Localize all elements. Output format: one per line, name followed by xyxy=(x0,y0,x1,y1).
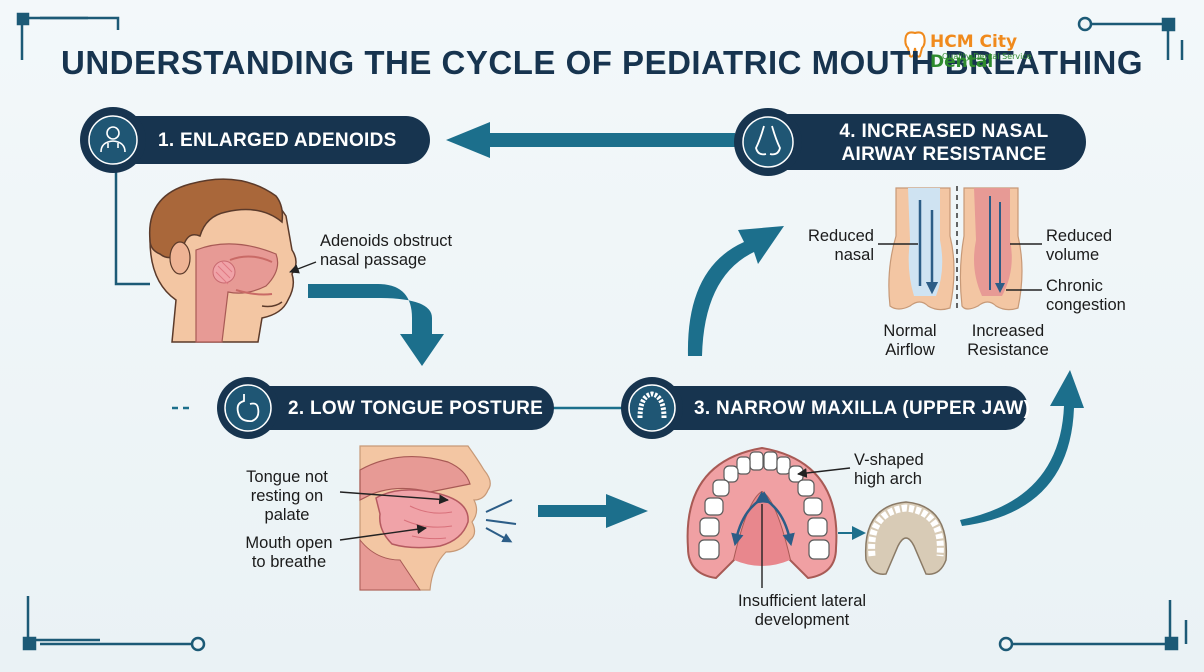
teeth xyxy=(698,451,830,560)
mouth-annotation-line2: to breathe xyxy=(251,553,327,571)
maxilla-illustration xyxy=(686,446,948,588)
adenoids-annotation-line2: nasal passage xyxy=(320,251,427,269)
chronic-annotation-line1: Chronic xyxy=(1046,277,1103,295)
chronic-annotation-line2: congestion xyxy=(1046,296,1126,314)
step-pill-4 xyxy=(734,108,1086,176)
vshaped-annotation: V-shaped high arch xyxy=(854,451,924,489)
reduced-nasal-annotation-line2: nasal xyxy=(834,246,874,264)
reduced-nasal-annotation: Reduced nasal xyxy=(796,227,874,265)
logo-name-city: HCM City xyxy=(930,32,1018,52)
normal-airflow-label-line1: Normal xyxy=(883,322,937,340)
step-pill-2 xyxy=(217,377,554,439)
reduced-volume-annotation: Reduced volume xyxy=(1046,227,1112,265)
adenoids-illustration xyxy=(148,178,317,343)
logo-name: HCM City Dental xyxy=(930,32,1082,72)
vshaped-annotation-line2: high arch xyxy=(854,470,922,488)
increased-resistance-label-line2: Resistance xyxy=(967,341,1049,359)
lateral-annotation-line2: development xyxy=(754,611,850,629)
step-4-label: 4. INCREASED NASAL AIRWAY RESISTANCE xyxy=(814,120,1074,166)
chronic-annotation: Chronic congestion xyxy=(1046,277,1126,315)
reduced-volume-annotation-line2: volume xyxy=(1046,246,1100,264)
vshaped-annotation-line1: V-shaped xyxy=(854,451,924,469)
reduced-volume-annotation-line1: Reduced xyxy=(1046,227,1113,245)
tongue-annotation: Tongue not resting on palate xyxy=(232,468,342,525)
step-4-label-line2: AIRWAY RESISTANCE xyxy=(841,144,1047,165)
lateral-annotation-line1: Insufficient lateral xyxy=(737,592,867,610)
adenoids-annotation: Adenoids obstruct nasal passage xyxy=(320,232,452,270)
step-pill-3 xyxy=(621,377,1028,439)
reduced-nasal-annotation-line1: Reduced xyxy=(807,227,874,245)
adenoids-annotation-line1: Adenoids obstruct xyxy=(320,232,453,250)
page-title: UNDERSTANDING THE CYCLE OF PEDIATRIC MOU… xyxy=(61,44,1143,81)
normal-airflow-label-line2: Airflow xyxy=(885,341,935,359)
frame-decoration xyxy=(16,12,1188,652)
mouth-annotation: Mouth open to breathe xyxy=(232,534,346,572)
logo-subtitle: Quality Dental Service xyxy=(942,52,1032,61)
increased-resistance-label: Increased Resistance xyxy=(958,322,1058,360)
cycle-arrows xyxy=(308,122,1084,540)
doctor-icon xyxy=(100,126,126,153)
normal-airflow-label: Normal Airflow xyxy=(872,322,948,360)
logo-name-dental: Dental xyxy=(930,52,994,72)
nasal-illustration xyxy=(878,186,1042,312)
dental-arch-icon xyxy=(637,391,667,419)
tooth-icon xyxy=(904,31,926,58)
tongue-annotation-line1: Tongue not xyxy=(246,468,328,486)
tongue-annotation-line2: resting on xyxy=(250,487,324,505)
step-3-label: 3. NARROW MAXILLA (UPPER JAW) xyxy=(694,398,1031,419)
step-1-label: 1. ENLARGED ADENOIDS xyxy=(158,130,397,151)
tongue-illustration xyxy=(339,445,517,591)
increased-resistance-label-line1: Increased xyxy=(971,322,1045,340)
nose-icon xyxy=(755,125,781,156)
stomach-icon xyxy=(236,394,260,422)
tongue-annotation-line3: palate xyxy=(264,506,310,524)
lateral-annotation: Insufficient lateral development xyxy=(712,592,892,630)
logo: HCM City Dental Quality Dental Service xyxy=(902,30,1082,72)
step-2-label: 2. LOW TONGUE POSTURE xyxy=(288,398,544,419)
step-pill-1 xyxy=(80,107,430,173)
step-4-label-line1: 4. INCREASED NASAL xyxy=(839,121,1049,142)
connector-line xyxy=(114,160,150,286)
mouth-annotation-line1: Mouth open xyxy=(245,534,333,552)
